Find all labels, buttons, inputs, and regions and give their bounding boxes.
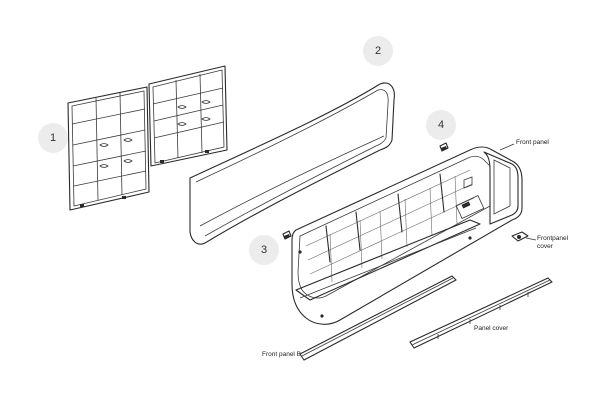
top-cover bbox=[189, 82, 395, 245]
label-frontpanel-cover-1: Frontpanel bbox=[537, 235, 569, 242]
screw-left bbox=[282, 230, 292, 240]
callout-2: 2 bbox=[363, 36, 393, 66]
callout-3: 3 bbox=[249, 235, 279, 265]
front-panel-leader bbox=[499, 143, 515, 151]
svg-text:2: 2 bbox=[375, 45, 381, 57]
label-front-panel: Front panel bbox=[516, 139, 549, 146]
callout-4: 4 bbox=[426, 110, 456, 140]
frontpanel-cover-leader bbox=[525, 237, 537, 241]
label-panel-cover: Panel cover bbox=[474, 325, 509, 332]
panel-cover-part bbox=[409, 277, 553, 349]
air-filter-right bbox=[148, 65, 228, 167]
svg-text:4: 4 bbox=[438, 119, 444, 131]
label-front-panel-b: Front panel B bbox=[262, 351, 301, 358]
air-filter-left bbox=[67, 86, 150, 211]
frontpanel-cover-part bbox=[511, 231, 529, 242]
svg-text:3: 3 bbox=[261, 244, 267, 256]
main-chassis bbox=[291, 146, 523, 325]
label-frontpanel-cover-2: cover bbox=[537, 243, 554, 250]
front-panel-b-part bbox=[299, 275, 457, 361]
screw-right bbox=[439, 142, 449, 152]
callout-1: 1 bbox=[38, 123, 68, 153]
svg-text:1: 1 bbox=[50, 132, 56, 144]
